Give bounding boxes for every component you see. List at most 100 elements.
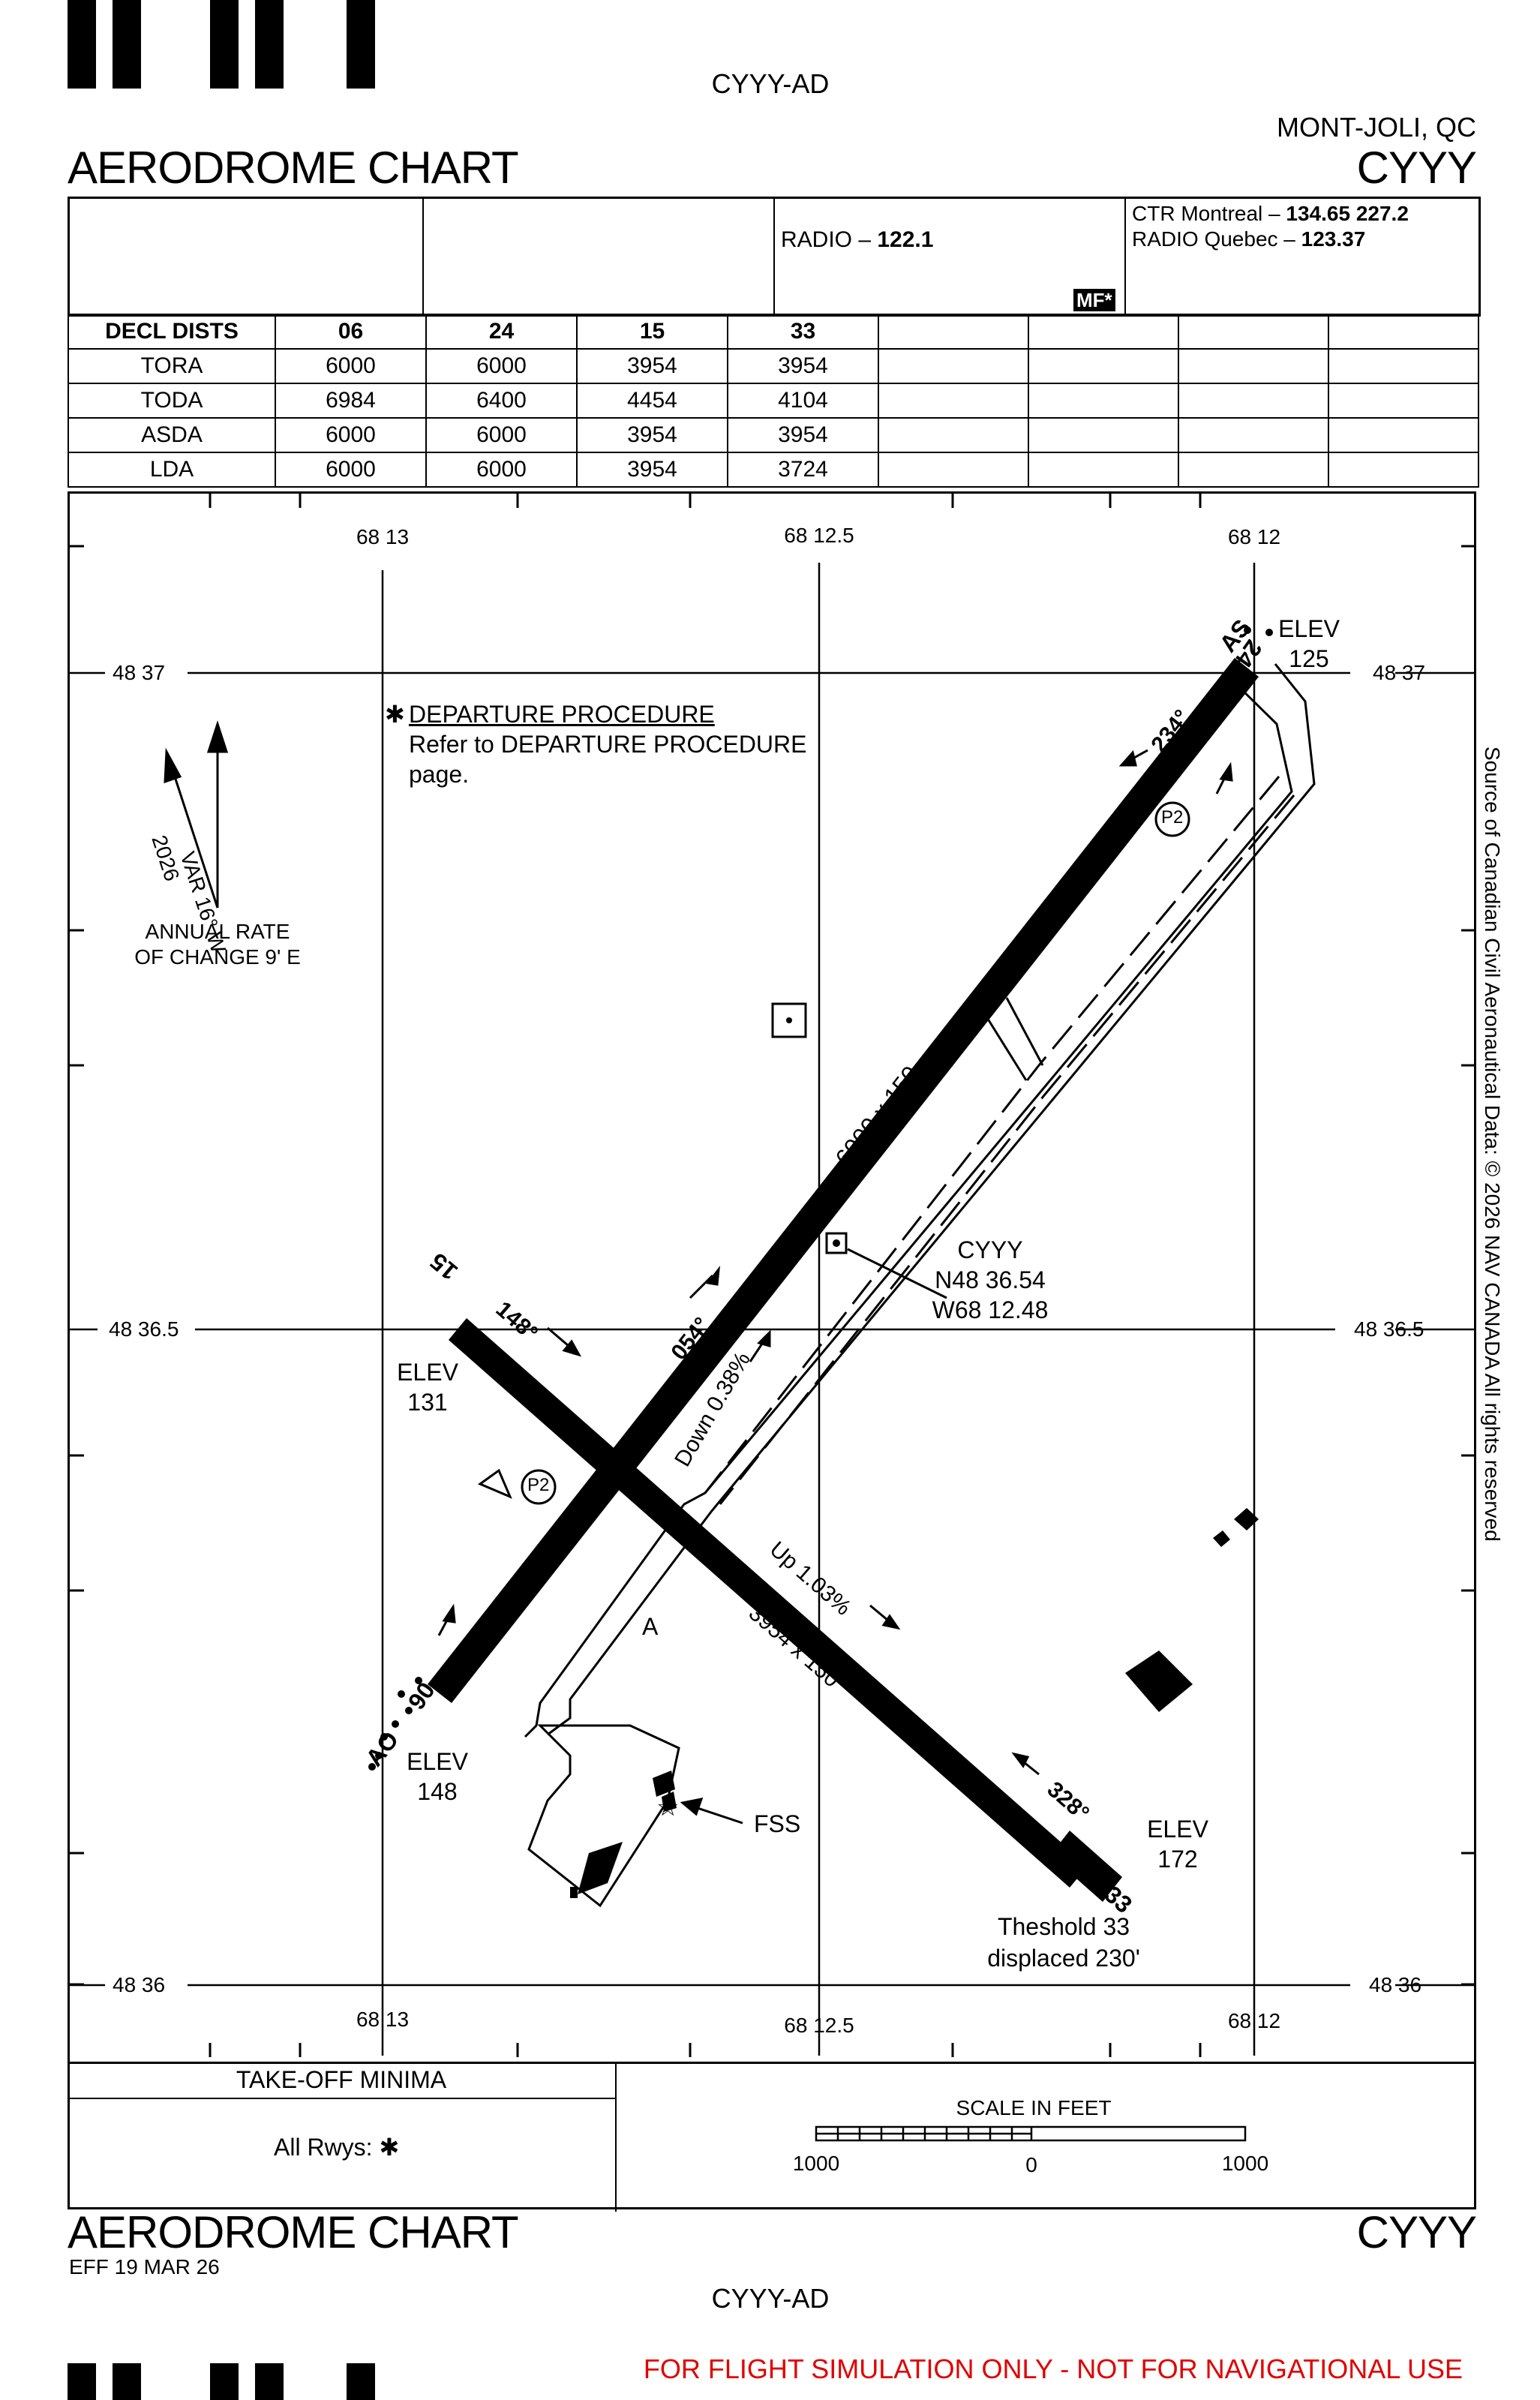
- departure-procedure-line: Refer to DEPARTURE PROCEDURE: [409, 731, 807, 758]
- doc-id-bottom: CYYY-AD: [711, 2283, 830, 2314]
- registration-bar: [113, 2363, 141, 2400]
- table-cell: 3954: [576, 417, 728, 453]
- arp-leader: [847, 1248, 947, 1299]
- mf-badge: MF*: [1073, 289, 1115, 311]
- table-cell: 6000: [275, 348, 427, 384]
- table-cell: 3954: [727, 417, 879, 453]
- approach-lights: [368, 626, 1273, 1771]
- table-cell: TODA: [68, 383, 276, 419]
- registration-bar: [255, 2363, 284, 2400]
- scale-label-right: 1000: [1221, 2152, 1269, 2175]
- table-cell: 6000: [275, 452, 427, 488]
- p2-circle: [1154, 801, 1190, 837]
- lon-label: 68 12.5: [784, 2014, 854, 2037]
- table-cell: 4104: [727, 383, 879, 419]
- lon-label: 68 13: [356, 525, 410, 548]
- lat-label: 48 37: [113, 661, 166, 684]
- elevation-33: 172: [1157, 1846, 1198, 1873]
- departure-procedure-title: DEPARTURE PROCEDURE: [409, 701, 715, 728]
- table-cell: 3954: [576, 452, 728, 488]
- registration-bar: [347, 0, 375, 89]
- scale-bar: [815, 2125, 1247, 2142]
- effective-date: EFF 19 MAR 26: [69, 2255, 220, 2278]
- fss-label: FSS: [754, 1810, 801, 1837]
- lat-lon-grid: [69, 563, 1475, 2056]
- table-cell: ASDA: [68, 417, 276, 453]
- table-header-cell: 33: [727, 314, 879, 350]
- registration-bar: [210, 2363, 239, 2400]
- table-cell: 3954: [576, 348, 728, 384]
- arp-symbol: [825, 1232, 848, 1254]
- radio-quebec-frequency: RADIO Quebec – 123.37: [1132, 227, 1366, 251]
- registration-bar: [68, 0, 96, 89]
- registration-bar: [347, 2363, 375, 2400]
- table-cell: TORA: [68, 348, 276, 384]
- table-cell: 6000: [425, 452, 578, 488]
- lon-label: 68 12: [1227, 525, 1281, 548]
- taxiway-a-label: A: [642, 1613, 659, 1640]
- bottom-info-box: [68, 2062, 1476, 2212]
- departure-star-icon: ✱: [385, 701, 405, 728]
- table-header-cell: 15: [576, 314, 728, 350]
- table-header-cell: 24: [425, 314, 578, 350]
- lat-label: 48 36.5: [109, 1317, 179, 1341]
- taxiway-centerline-dashed: [704, 776, 1295, 1505]
- table-cell: 6000: [275, 417, 427, 453]
- footer-title: AERODROME CHART: [68, 2207, 519, 2257]
- direction-arrows: [437, 749, 1233, 1776]
- annual-rate-line: OF CHANGE 9' E: [134, 945, 301, 969]
- runway-06-24: [428, 658, 1259, 1703]
- arp-ident: CYYY: [957, 1236, 1023, 1263]
- departure-procedure-line: page.: [409, 761, 470, 788]
- table-cell: 6984: [275, 383, 427, 419]
- fss-arrow: [680, 1798, 743, 1825]
- lat-label: 48 36.5: [1354, 1317, 1424, 1341]
- location-name: MONT-JOLI, QC: [1276, 112, 1476, 143]
- takeoff-minima-title: TAKE-OFF MINIMA: [236, 2066, 447, 2093]
- elevation-label: ELEV: [397, 1359, 458, 1386]
- simulation-notice: FOR FLIGHT SIMULATION ONLY - NOT FOR NAV…: [643, 2353, 1463, 2384]
- lat-label: 48 37: [1373, 661, 1426, 684]
- elevation-06: 148: [417, 1778, 458, 1805]
- scale-label-left: 1000: [792, 2152, 840, 2175]
- footer-ident: CYYY: [1356, 2207, 1477, 2257]
- elevation-label: ELEV: [1147, 1816, 1208, 1843]
- arp-latitude: N48 36.54: [935, 1266, 1046, 1293]
- registration-bar: [255, 0, 284, 89]
- lat-label: 48 36: [113, 1973, 166, 1996]
- p2-circle: [521, 1469, 557, 1505]
- table-header-cell: DECL DISTS: [68, 314, 276, 350]
- elevation-label: ELEV: [407, 1748, 468, 1775]
- lat-label: 48 36: [1369, 1973, 1422, 1996]
- radio-frequency: RADIO – 122.1: [781, 227, 934, 252]
- threshold-note: displaced 230': [987, 1945, 1140, 1972]
- table-header-cell: 06: [275, 314, 427, 350]
- table-cell: 3954: [727, 348, 879, 384]
- beacon-symbol: [771, 1002, 807, 1038]
- registration-bar: [210, 0, 239, 89]
- arp-longitude: W68 12.48: [932, 1296, 1049, 1323]
- table-row: DECL DISTS 06 24 15 33: [68, 314, 1479, 350]
- buildings: [570, 1508, 1259, 1898]
- table-cell: 4454: [576, 383, 728, 419]
- table-cell: LDA: [68, 452, 276, 488]
- scale-title: SCALE IN FEET: [956, 2096, 1112, 2119]
- elevation-15: 131: [407, 1389, 448, 1416]
- north-arrow: [164, 720, 229, 909]
- annual-rate-line: ANNUAL RATE: [145, 920, 290, 943]
- registration-bar: [113, 0, 141, 89]
- p2-label: P2: [1161, 807, 1184, 828]
- taxiway-outline: [524, 663, 1316, 1908]
- airport-ident: CYYY: [1356, 143, 1477, 193]
- chart-title: AERODROME CHART: [68, 143, 519, 193]
- threshold-note: Theshold 33: [997, 1913, 1130, 1940]
- table-cell: 6000: [425, 348, 578, 384]
- p2-label: P2: [527, 1475, 550, 1495]
- doc-id-top: CYYY-AD: [711, 68, 830, 99]
- runway-15-33: [449, 1318, 1088, 1888]
